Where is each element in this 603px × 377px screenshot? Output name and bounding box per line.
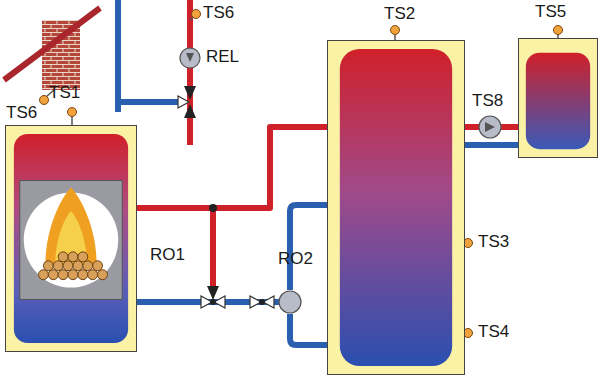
sensor-dot xyxy=(192,10,201,19)
sensor-label: TS2 xyxy=(384,5,415,24)
valve-label: RO1 xyxy=(150,246,185,265)
sensor-label: TS5 xyxy=(535,3,566,22)
buffer-tank: TS2 xyxy=(327,40,465,375)
sensor-dot xyxy=(40,96,49,105)
sensor-dot xyxy=(391,26,400,35)
pipe xyxy=(210,208,216,290)
sensor-label: TS3 xyxy=(478,233,509,252)
roof xyxy=(4,8,100,80)
pump-label: REL xyxy=(206,48,239,67)
hot-water-tank: TS5 xyxy=(518,38,598,158)
sensor-label: TS6 xyxy=(203,4,234,23)
valve xyxy=(178,96,189,108)
sensor-dot xyxy=(68,108,77,117)
pump xyxy=(180,48,200,68)
pump-label: RO2 xyxy=(278,250,313,269)
pipe xyxy=(465,142,518,148)
sensor-label: TS4 xyxy=(478,323,509,342)
pump xyxy=(479,116,501,138)
hot-pipe xyxy=(137,127,327,208)
boiler: TS1 xyxy=(5,125,137,352)
sensor-dot xyxy=(554,26,563,35)
pump xyxy=(279,291,301,313)
sensor-label: TS6 xyxy=(6,104,37,123)
pipe xyxy=(115,0,121,112)
pump-label: TS8 xyxy=(472,92,503,111)
sensor-label: TS1 xyxy=(49,84,80,103)
